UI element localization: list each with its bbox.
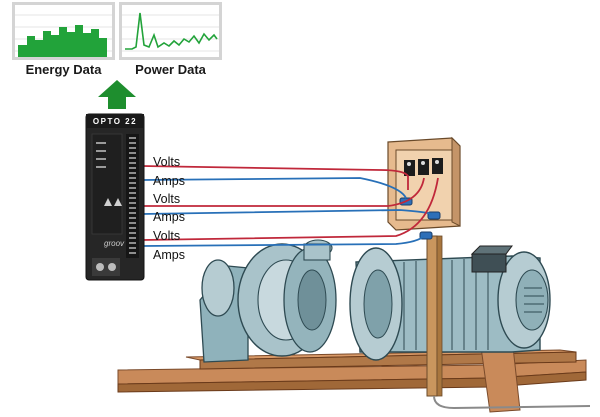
power-data-panel xyxy=(119,2,222,60)
power-data-label: Power Data xyxy=(135,62,206,77)
junction-box xyxy=(387,136,461,231)
wires xyxy=(141,165,439,247)
gearbox xyxy=(199,239,337,363)
wooden-skid xyxy=(117,337,587,413)
motor xyxy=(349,245,551,361)
wire-label-volts: Volts xyxy=(153,155,181,169)
wire-label-amps: Amps xyxy=(153,174,185,188)
energy-data-label: Energy Data xyxy=(25,62,102,77)
controller: OPTO 22 groov xyxy=(85,113,145,281)
upload-arrow-icon xyxy=(98,80,136,109)
wire-label-volts: Volts xyxy=(153,229,181,243)
energy-bar-chart xyxy=(15,14,112,57)
terminal-pins xyxy=(129,137,136,254)
wire-label-amps: Amps xyxy=(153,248,185,262)
wire-label-volts: Volts xyxy=(153,192,181,206)
wire-label-amps: Amps xyxy=(153,210,185,224)
controller-model: groov xyxy=(104,239,125,248)
controller-brand: OPTO 22 xyxy=(93,117,137,126)
energy-data-panel xyxy=(12,2,115,60)
power-line-chart xyxy=(122,12,219,52)
